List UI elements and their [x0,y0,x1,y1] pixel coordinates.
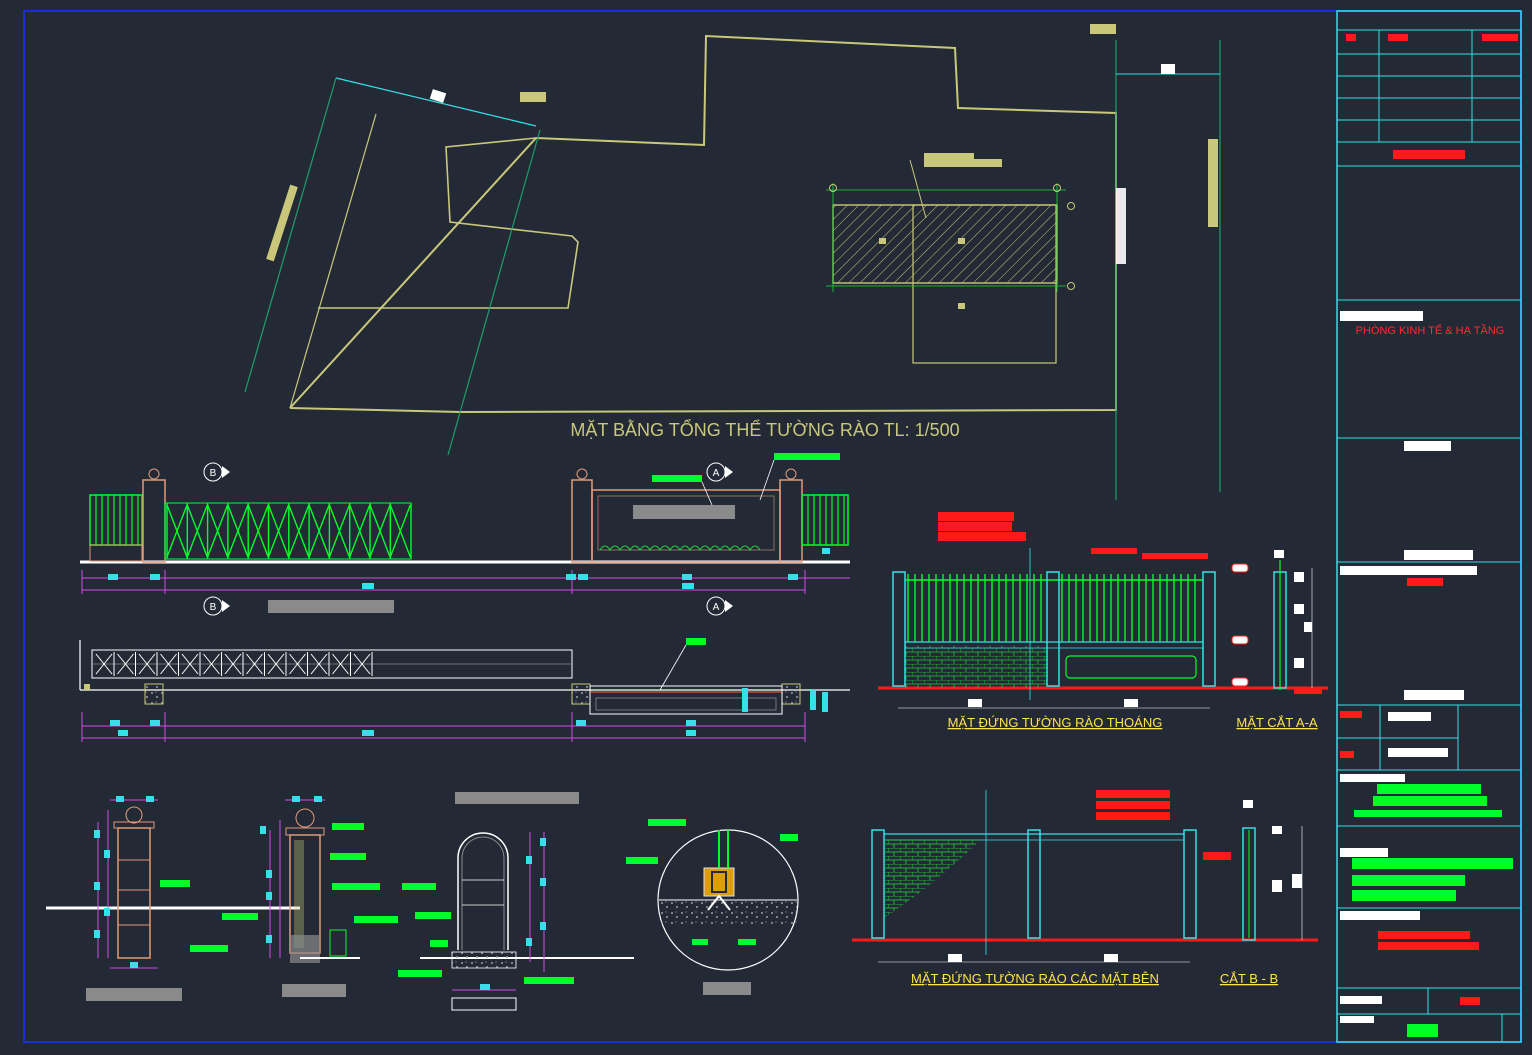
view-caption-block [282,984,346,997]
section-marker-a-bottom: A [706,596,733,616]
elevation-open-fence-title: MẶT ĐỨNG TƯỜNG RÀO THOÁNG [948,715,1163,730]
annotation-label [652,475,702,482]
department-name: PHÒNG KINH TẾ & HẠ TẦNG [1356,324,1505,337]
view-caption-block [703,982,751,995]
gate-pillar [571,479,593,563]
section-aa: MẶT CẮT A-A [1231,550,1322,730]
annotation-label [430,940,448,947]
dimension-label [1161,64,1175,74]
annotation-label [332,883,380,890]
annotation-label [524,977,574,984]
svg-text:B: B [210,468,217,479]
annotation-label [398,970,442,977]
dimension-line [335,77,537,127]
annotation-label [402,883,436,890]
site-boundary [289,34,1117,414]
road-line [447,129,541,456]
view-caption-block [86,988,182,1001]
site-plan: MẶT BẰNG TỔNG THỂ TƯỜNG RÀO TL: 1/500 [244,24,1221,500]
svg-text:A: A [713,468,720,479]
annotation-label [738,939,756,945]
fence-base [89,544,143,562]
gate-elevation [80,453,850,613]
annotation-label [626,857,658,864]
section-marker-b-bottom: B [203,596,230,616]
pillar-footing [144,683,164,705]
pillar-ornament [576,468,588,480]
pillar-ornament [148,468,160,480]
road-edge [289,113,377,409]
dimension-label [429,89,447,103]
grid-marker [1067,202,1075,210]
post-marker [84,684,90,690]
annotation-label [190,945,228,952]
annotation-label [330,853,366,860]
site-plan-title: MẶT BẰNG TỔNG THỂ TƯỜNG RÀO TL: 1/500 [570,419,959,440]
text-label-block [958,238,965,244]
annotation-label [415,912,451,919]
building-footprint [832,204,1058,284]
text-label-block [520,92,546,102]
grid-marker [1053,184,1061,192]
annotation-label [648,819,686,826]
annotation-label [692,939,708,945]
view-caption-block [455,792,579,804]
fence-panel [89,494,143,546]
inner-lot-line [318,137,579,309]
gatehouse-wall [591,489,781,563]
annotation-label [686,638,706,645]
leader-line [909,159,927,219]
title-block: PHÒNG KINH TẾ & HẠ TẦNG [1336,10,1522,1043]
leader-line [701,481,713,506]
gate-pillar [779,479,803,563]
pillar-section [260,796,398,997]
text-label-block [924,153,974,167]
pillar-elevation [46,796,300,1001]
road-line [244,77,337,393]
dimension-label [1116,188,1126,264]
section-bb-title: CẮT B - B [1220,971,1278,986]
open-fence-elevation: MẶT ĐỨNG TƯỜNG RÀO THOÁNG [878,512,1328,730]
pillar-footing [781,683,801,705]
annotation-label [222,913,258,920]
annotation-label [160,880,190,887]
elevation-side-wall-title: MẶT ĐỨNG TƯỜNG RÀO CÁC MẶT BÊN [911,971,1159,986]
annotation-label [354,916,398,923]
folding-gate [164,502,412,560]
text-label-block [1090,24,1116,34]
side-wall-elevation: MẶT ĐỨNG TƯỜNG RÀO CÁC MẶT BÊN [852,790,1318,986]
text-label-block [958,303,965,309]
planter [599,545,761,551]
gatehouse-plan [589,685,783,715]
gate-plan [79,638,850,742]
building-wing [912,204,1057,364]
grid-marker [1067,282,1075,290]
text-label-block [266,184,298,262]
text-label-block [974,159,1002,167]
text-label-block [879,238,886,244]
leader-line [759,459,775,501]
gate-pillar [142,479,166,563]
gate-sign [633,505,735,519]
pillar-footing [571,683,591,705]
section-aa-title: MẶT CẮT A-A [1236,715,1317,730]
section-bb: CẮT B - B [1203,800,1303,986]
annotation-label [780,834,798,841]
section-marker-a-top: A [706,462,733,482]
text-label-block [1208,139,1218,227]
arch-gate-detail [398,792,634,1011]
annotation-label [774,453,840,460]
rail-detail [626,819,799,995]
gatehouse-panel [597,495,775,551]
svg-text:B: B [210,602,217,613]
section-marker-b-top: B [203,462,230,482]
pillar-ornament [785,468,797,480]
annotation-label [332,823,364,830]
view-caption-block [268,600,394,613]
grid-marker [829,184,837,192]
svg-text:A: A [713,602,720,613]
fence-panel [801,494,849,546]
